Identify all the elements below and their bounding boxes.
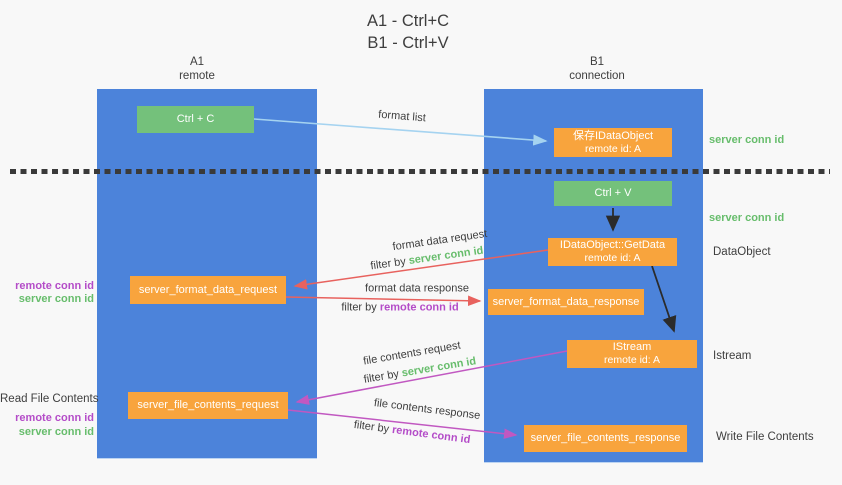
- file-contents-response-arrow: [287, 409, 518, 439]
- filter-prefix: filter by: [341, 301, 377, 314]
- remote-conn-id-format-label: remote conn id: [15, 280, 94, 292]
- format-data-response-label: format data response: [365, 282, 469, 295]
- node-getdata-line2: remote id: A: [584, 252, 641, 264]
- node-ctrl-v-label: Ctrl + V: [594, 187, 632, 199]
- node-istream-line1: IStream: [612, 341, 652, 353]
- node-server-format-data-request: server_format_data_request: [130, 276, 286, 304]
- node-istream: IStream remote id: A: [567, 340, 697, 368]
- column-b-subtitle: connection: [569, 69, 625, 82]
- node-server-file-contents-response: server_file_contents_response: [524, 425, 687, 452]
- format-data-response-arrow: [285, 295, 482, 307]
- title-line-ctrl-v: B1 - Ctrl+V: [367, 34, 449, 52]
- column-a-header: A1 remote: [147, 56, 247, 83]
- node-server-format-data-request-label: server_format_data_request: [138, 283, 278, 296]
- column-b-name: B1: [589, 56, 605, 68]
- format-list-arrow: [253, 118, 548, 146]
- node-save-dataobject-line2: remote id: A: [584, 142, 642, 155]
- diagram-title: A1 - Ctrl+C B1 - Ctrl+V: [367, 10, 449, 54]
- node-save-dataobject-line1: 保存IDataObject: [572, 129, 654, 142]
- istream-label: Istream: [713, 350, 752, 362]
- format-data-request-arrow: [293, 249, 549, 290]
- node-save-dataobject: 保存IDataObject remote id: A: [554, 128, 672, 157]
- node-server-format-data-response-label: server_format_data_response: [492, 295, 640, 308]
- dataobject-label: DataObject: [713, 246, 771, 258]
- node-istream-line2: remote id: A: [603, 354, 661, 366]
- write-file-contents-label: Write File Contents: [716, 431, 814, 443]
- node-server-file-contents-response-label: server_file_contents_response: [530, 432, 681, 444]
- dotted-separator: [10, 169, 830, 174]
- server-conn-id-file-label: server conn id: [18, 426, 94, 438]
- remote-conn-id-file-label: remote conn id: [15, 412, 94, 424]
- server-conn-id-format-label: server conn id: [18, 293, 94, 305]
- node-ctrl-v: Ctrl + V: [554, 181, 672, 206]
- node-server-file-contents-request: server_file_contents_request: [128, 392, 288, 419]
- column-a-name: A1: [189, 56, 205, 68]
- title-line-ctrl-c: A1 - Ctrl+C: [366, 12, 450, 30]
- server-conn-id-mid-label: server conn id: [709, 212, 785, 224]
- node-ctrl-c: Ctrl + C: [137, 106, 254, 133]
- read-file-contents-label: Read File Contents: [0, 393, 99, 405]
- node-server-file-contents-request-label: server_file_contents_request: [137, 399, 279, 411]
- getdata-to-istream-arrow: [651, 265, 677, 333]
- node-getdata: IDataObject::GetData remote id: A: [548, 238, 677, 266]
- node-ctrl-c-label: Ctrl + C: [176, 113, 215, 125]
- node-getdata-line1: IDataObject::GetData: [559, 239, 666, 251]
- column-b-header: B1 connection: [547, 56, 647, 83]
- server-conn-id-top-label: server conn id: [709, 134, 785, 146]
- column-a-subtitle: remote: [179, 69, 215, 82]
- filter-format-response-label: filter by remote conn id: [341, 302, 458, 315]
- filter-remote-conn-id: remote conn id: [379, 301, 459, 314]
- file-contents-request-arrow: [295, 350, 568, 405]
- node-server-format-data-response: server_format_data_response: [488, 289, 644, 315]
